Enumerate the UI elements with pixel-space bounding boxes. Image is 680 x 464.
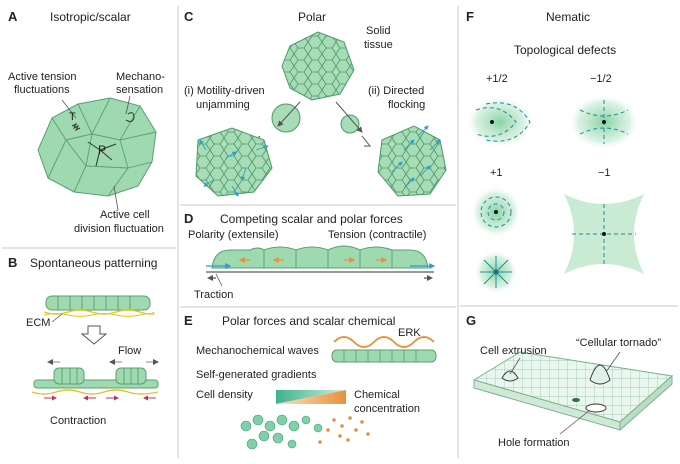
panel-d-title: Competing scalar and polar forces xyxy=(220,212,403,226)
panel-e-label-erk: ERK xyxy=(398,327,421,339)
panel-d-letter: D xyxy=(184,211,194,226)
panel-e-graphics xyxy=(240,336,437,450)
panel-e-letter: E xyxy=(184,313,193,328)
panel-f-label-plus-half: +1/2 xyxy=(486,73,508,85)
panel-c-label-solid: Solid xyxy=(366,25,391,37)
panel-a-label-division-2: division fluctuation xyxy=(74,223,164,235)
panel-b-letter: B xyxy=(8,255,18,270)
panel-a-symbol-p: P xyxy=(98,143,107,157)
panel-e-title: Polar forces and scalar chemical xyxy=(222,314,396,328)
panel-a-label-mechano-1: Mechano- xyxy=(116,71,165,83)
panel-a-label-tension-1: Active tension xyxy=(8,71,77,83)
panel-a-title: Isotropic/scalar xyxy=(50,10,131,24)
panel-c-label-motility-2: unjamming xyxy=(196,99,250,111)
panel-b-title: Spontaneous patterning xyxy=(30,256,158,270)
panel-b-label-flow: Flow xyxy=(118,345,142,357)
panel-a-tissue xyxy=(37,95,157,211)
panel-e-label-chemical-2: concentration xyxy=(354,403,421,415)
panel-b-sheet xyxy=(31,295,159,401)
panel-e-label-density: Cell density xyxy=(196,389,253,401)
panel-c-label-flocking-1: (ii) Directed xyxy=(368,85,425,97)
panel-f-title: Nematic xyxy=(546,10,591,24)
panel-e-label-waves: Mechanochemical waves xyxy=(196,345,319,357)
panel-g-letter: G xyxy=(466,313,477,328)
panel-c-tissues xyxy=(195,31,447,197)
panel-f-label-minus-one: −1 xyxy=(598,167,611,179)
panel-e-label-chemical-1: Chemical xyxy=(354,389,400,401)
panel-a-label-mechano-2: sensation xyxy=(116,84,164,96)
panel-d-label-tension: Tension (contractile) xyxy=(328,229,427,241)
panel-f-label-minus-half: −1/2 xyxy=(590,73,612,85)
panel-g-label-extrusion: Cell extrusion xyxy=(480,345,547,357)
panel-f-defects xyxy=(466,94,644,294)
panel-g-surface xyxy=(472,351,674,435)
panel-a-symbol-t: T xyxy=(69,111,76,123)
panel-b-label-contraction: Contraction xyxy=(50,415,107,427)
panel-f-letter: F xyxy=(466,9,474,24)
panel-a-label-division-1: Active cell xyxy=(100,209,150,221)
panel-d-label-traction: Traction xyxy=(194,289,234,301)
panel-f-label-plus-one: +1 xyxy=(490,167,503,179)
panel-e-label-gradients: Self-generated gradients xyxy=(196,369,317,381)
panel-c-label-tissue: tissue xyxy=(364,39,393,51)
panel-a-letter: A xyxy=(8,9,18,24)
panel-f-subtitle: Topological defects xyxy=(514,43,617,57)
panel-c-label-motility-1: (i) Motility-driven xyxy=(184,85,265,97)
panel-g-label-tornado: “Cellular tornado” xyxy=(576,337,661,349)
panel-a-label-tension-2: fluctuations xyxy=(14,84,70,96)
panel-d-sheet xyxy=(206,245,436,287)
panel-c-title: Polar xyxy=(298,10,327,24)
panel-d-label-polarity: Polarity (extensile) xyxy=(188,229,279,241)
panel-g-label-hole: Hole formation xyxy=(498,437,570,449)
panel-c-label-flocking-2: flocking xyxy=(388,99,426,111)
panel-c-letter: C xyxy=(184,9,194,24)
panel-b-label-ecm: ECM xyxy=(26,317,51,329)
